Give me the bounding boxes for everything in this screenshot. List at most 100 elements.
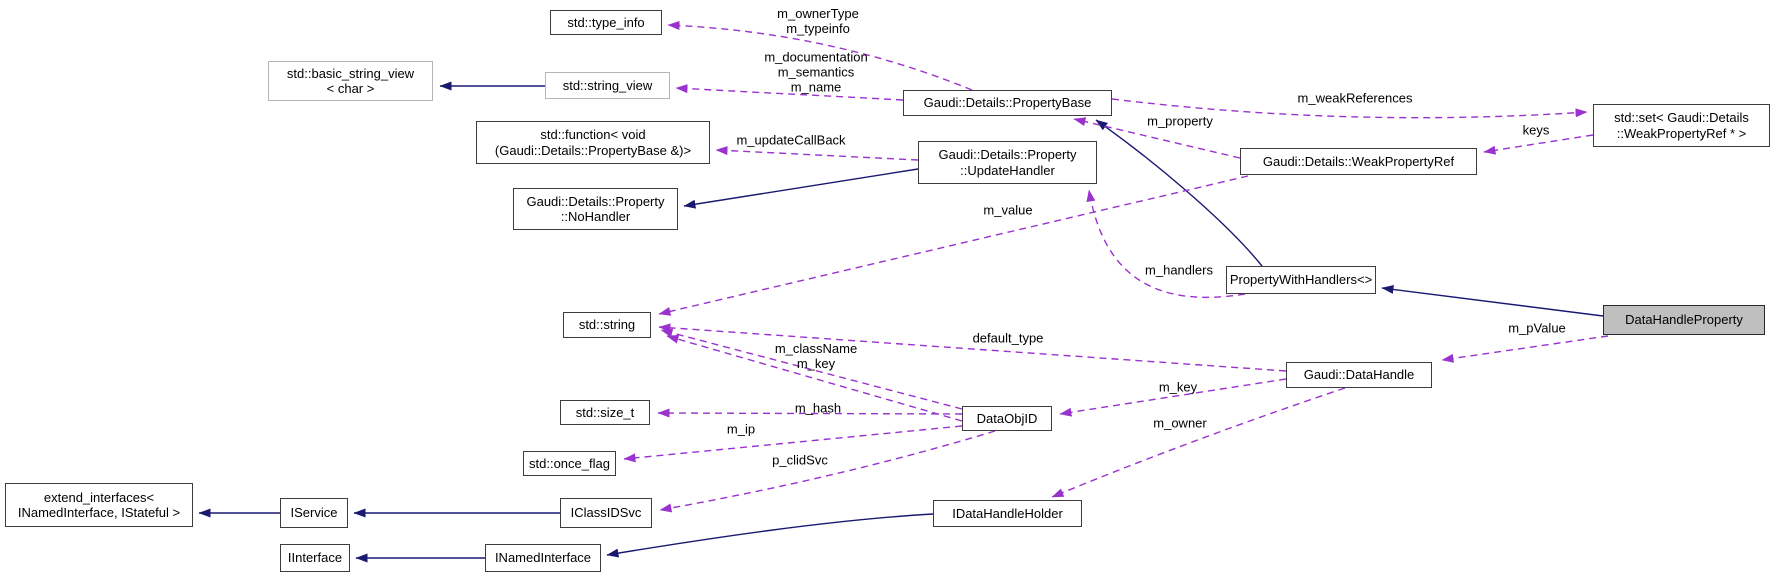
node-propertywithhandlers[interactable]: PropertyWithHandlers<> bbox=[1226, 266, 1376, 294]
edge-inherit-pwh-propertybase bbox=[1095, 119, 1263, 267]
label-m-weakreferences: m_weakReferences bbox=[1298, 91, 1413, 106]
node-label-line: std::once_flag bbox=[529, 455, 610, 471]
edge-inherit-dhp-pwh bbox=[1381, 284, 1604, 317]
edge-use-m-owner bbox=[1051, 387, 1346, 498]
node-label-line: ::NoHandler bbox=[560, 209, 631, 224]
label-m-hash: m_hash bbox=[795, 401, 841, 416]
edge-use-m-ip bbox=[623, 425, 963, 463]
edge-use-default-type bbox=[658, 323, 1287, 372]
node-label-line: INamedInterface bbox=[494, 550, 592, 566]
node-label-line: Gaudi::Details::PropertyBase bbox=[923, 95, 1092, 111]
node-gaudi-datahandle[interactable]: Gaudi::DataHandle bbox=[1286, 362, 1432, 388]
node-std-string-view[interactable]: std::string_view bbox=[545, 72, 670, 99]
node-datahandleproperty: DataHandleProperty bbox=[1603, 305, 1765, 335]
node-gaudi-details-property-nohandler[interactable]: Gaudi::Details::Property::NoHandler bbox=[513, 188, 678, 230]
node-gaudi-details-propertybase[interactable]: Gaudi::Details::PropertyBase bbox=[903, 90, 1112, 116]
node-label-line: std::type_info bbox=[567, 14, 645, 30]
node-gaudi-details-weakpropertyref[interactable]: Gaudi::Details::WeakPropertyRef bbox=[1240, 148, 1477, 175]
node-label-line: std::set< Gaudi::Details bbox=[1614, 110, 1749, 125]
node-label-line: Gaudi::Details::Property bbox=[938, 147, 1077, 162]
node-std-string[interactable]: std::string bbox=[563, 312, 651, 338]
edge-label-line: m_key bbox=[796, 356, 836, 371]
label-m-property: m_property bbox=[1147, 114, 1213, 129]
label-p-clidsvc: p_clidSvc bbox=[772, 453, 828, 468]
edge-label-line: m_pValue bbox=[1508, 320, 1566, 336]
edge-label-line: m_documentation bbox=[764, 49, 868, 65]
node-label-line: DataObjID bbox=[976, 410, 1038, 426]
node-extend-interfaces[interactable]: extend_interfaces<INamedInterface, IStat… bbox=[5, 483, 193, 527]
node-inamedinterface[interactable]: INamedInterface bbox=[485, 544, 601, 572]
node-std-basic-string-view[interactable]: std::basic_string_view< char > bbox=[268, 61, 433, 101]
node-iservice[interactable]: IService bbox=[280, 498, 348, 528]
label-m-owner: m_owner bbox=[1153, 416, 1206, 431]
node-std-function[interactable]: std::function< void(Gaudi::Details::Prop… bbox=[476, 121, 710, 164]
label-m-updatecallback: m_updateCallBack bbox=[736, 133, 845, 148]
edge-label-line: default_type bbox=[972, 330, 1044, 346]
edge-use-m-property bbox=[1073, 117, 1241, 159]
node-std-type-info[interactable]: std::type_info bbox=[550, 10, 662, 35]
label-keys: keys bbox=[1523, 123, 1550, 138]
edge-label-line: p_clidSvc bbox=[772, 452, 828, 468]
node-label-line: std::basic_string_view bbox=[286, 65, 415, 81]
edge-label-line: m_owner bbox=[1153, 415, 1207, 431]
node-label-line: Gaudi::Details::WeakPropertyRef bbox=[1262, 153, 1455, 169]
edge-use-m-handlers bbox=[1086, 189, 1246, 299]
node-idatahandleholder[interactable]: IDataHandleHolder bbox=[933, 500, 1082, 527]
label-m-value: m_value bbox=[983, 203, 1032, 218]
edge-use-m-key-dataobjid bbox=[666, 334, 963, 422]
edge-label-line: m_ip bbox=[726, 421, 756, 437]
label-default-type: default_type bbox=[973, 331, 1044, 346]
edge-use-m-value bbox=[658, 175, 1249, 316]
node-label-line: IClassIDSvc bbox=[570, 505, 642, 521]
label-m-pvalue: m_pValue bbox=[1508, 321, 1566, 336]
edge-label-line: m_typeinfo bbox=[786, 21, 850, 36]
node-label-line: std::string bbox=[578, 317, 636, 333]
node-label-line: std::size_t bbox=[575, 404, 635, 420]
node-label-line: Gaudi::Details::Property bbox=[526, 193, 665, 209]
edge-label-line: m_key bbox=[1158, 379, 1198, 395]
node-std-size-t[interactable]: std::size_t bbox=[560, 400, 650, 425]
edge-use-m-name bbox=[675, 84, 904, 101]
node-label-line: DataHandleProperty bbox=[1625, 312, 1743, 328]
edge-inherit-idatahandleholder-inamedinterface bbox=[606, 513, 934, 558]
node-label-line: (Gaudi::Details::PropertyBase &)> bbox=[494, 142, 692, 158]
edge-use-m-hash bbox=[657, 408, 963, 418]
node-label-line: std::string_view bbox=[562, 77, 653, 93]
node-label-line: IInterface bbox=[287, 550, 343, 566]
edge-use-m-classname bbox=[660, 328, 963, 410]
node-dataobjid[interactable]: DataObjID bbox=[962, 406, 1052, 431]
node-label-line: INamedInterface, IStateful > bbox=[17, 505, 181, 520]
node-std-set-weakpropertyref[interactable]: std::set< Gaudi::Details::WeakPropertyRe… bbox=[1593, 104, 1770, 147]
node-label-line: Gaudi::DataHandle bbox=[1303, 367, 1415, 383]
edge-label-line: m_weakReferences bbox=[1297, 90, 1413, 106]
edge-use-m-pvalue bbox=[1441, 335, 1609, 363]
node-label-line: ::UpdateHandler bbox=[960, 162, 1055, 178]
edge-label-line: m_hash bbox=[794, 400, 842, 416]
node-label-line: ::WeakPropertyRef * > bbox=[1616, 125, 1747, 141]
node-label-line: < char > bbox=[326, 81, 375, 96]
edge-use-p-clidsvc bbox=[659, 430, 996, 513]
edge-use-m-ownertype bbox=[667, 21, 973, 91]
edge-label-line: m_updateCallBack bbox=[736, 132, 846, 148]
node-label-line: std::function< void bbox=[540, 127, 646, 142]
node-gaudi-details-property-updatehandler[interactable]: Gaudi::Details::Property::UpdateHandler bbox=[918, 141, 1097, 184]
label-m-key-datahandle: m_key bbox=[1159, 380, 1197, 395]
node-label-line: IService bbox=[290, 505, 338, 521]
edge-label-line: keys bbox=[1522, 122, 1550, 138]
edge-use-m-key-datahandle bbox=[1059, 378, 1287, 417]
node-iclassidsvc[interactable]: IClassIDSvc bbox=[560, 498, 652, 528]
edge-label-line: m_className bbox=[774, 341, 858, 356]
edge-label-line: m_name bbox=[790, 79, 842, 95]
edge-use-m-weakreferences bbox=[1111, 98, 1588, 119]
node-std-once-flag[interactable]: std::once_flag bbox=[523, 451, 616, 476]
edge-label-line: m_semantics bbox=[777, 64, 855, 80]
node-iinterface[interactable]: IInterface bbox=[280, 544, 350, 572]
label-m-handlers: m_handlers bbox=[1145, 263, 1213, 278]
edge-label-line: m_property bbox=[1147, 113, 1213, 129]
node-label-line: PropertyWithHandlers<> bbox=[1229, 272, 1373, 288]
edge-label-line: m_ownerType bbox=[777, 6, 859, 21]
